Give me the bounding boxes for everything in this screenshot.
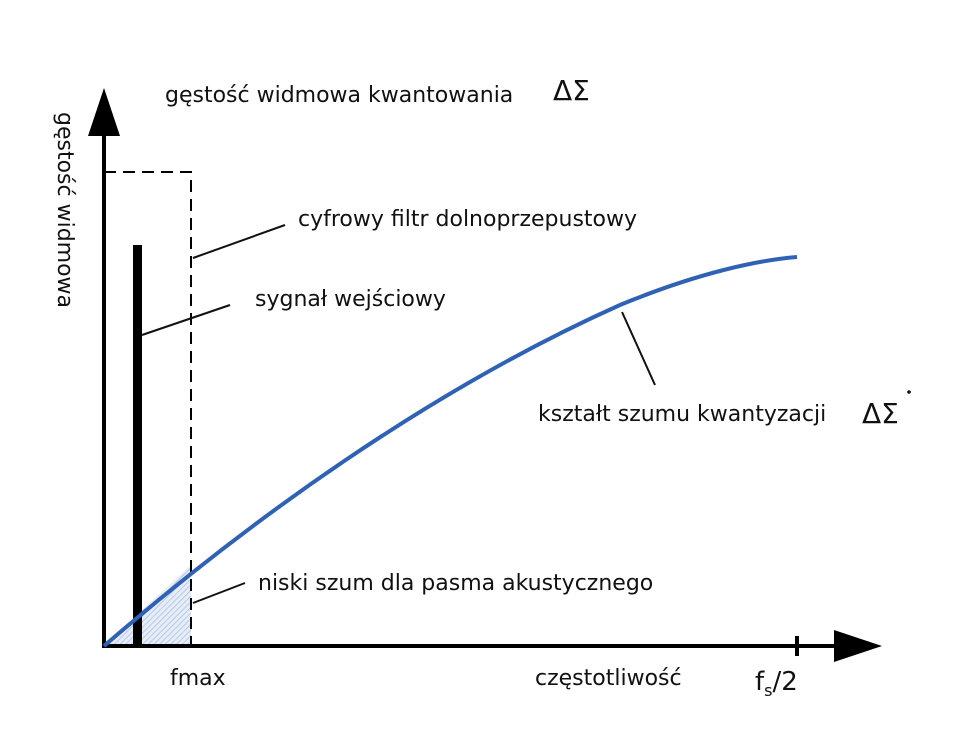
y-axis-arrow-icon [88,88,120,136]
x-axis-arrow-icon [834,630,882,662]
symbol-dot [907,390,911,394]
input-signal-bar [133,245,142,646]
annotation-filter: cyfrowy filtr dolnoprzepustowy [298,207,637,232]
filter-dashed-line [104,171,192,646]
x-tick-fmax: fmax [170,666,226,691]
y-axis-label: gęstość widmowa [52,112,77,308]
signal-leader-line [141,304,231,336]
annotation-noise-shape-symbol: ΔΣ [862,397,899,430]
annotation-noise-shape: kształt szumu kwantyzacji [538,402,826,427]
annotation-signal: sygnał wejściowy [255,287,446,312]
title: gęstość widmowa kwantowania [165,83,513,108]
x-axis-label: częstotliwość [535,666,682,691]
title-symbol: ΔΣ [553,74,590,107]
filter-leader-line [192,224,286,259]
noise-shape-leader-line [621,311,656,386]
annotation-low-noise: niski szum dla pasma akustycznego [258,571,653,596]
low-noise-leader-line [192,582,246,604]
x-tick-fs2: fs/2 [755,667,798,700]
noise-shape-curve [102,255,798,648]
